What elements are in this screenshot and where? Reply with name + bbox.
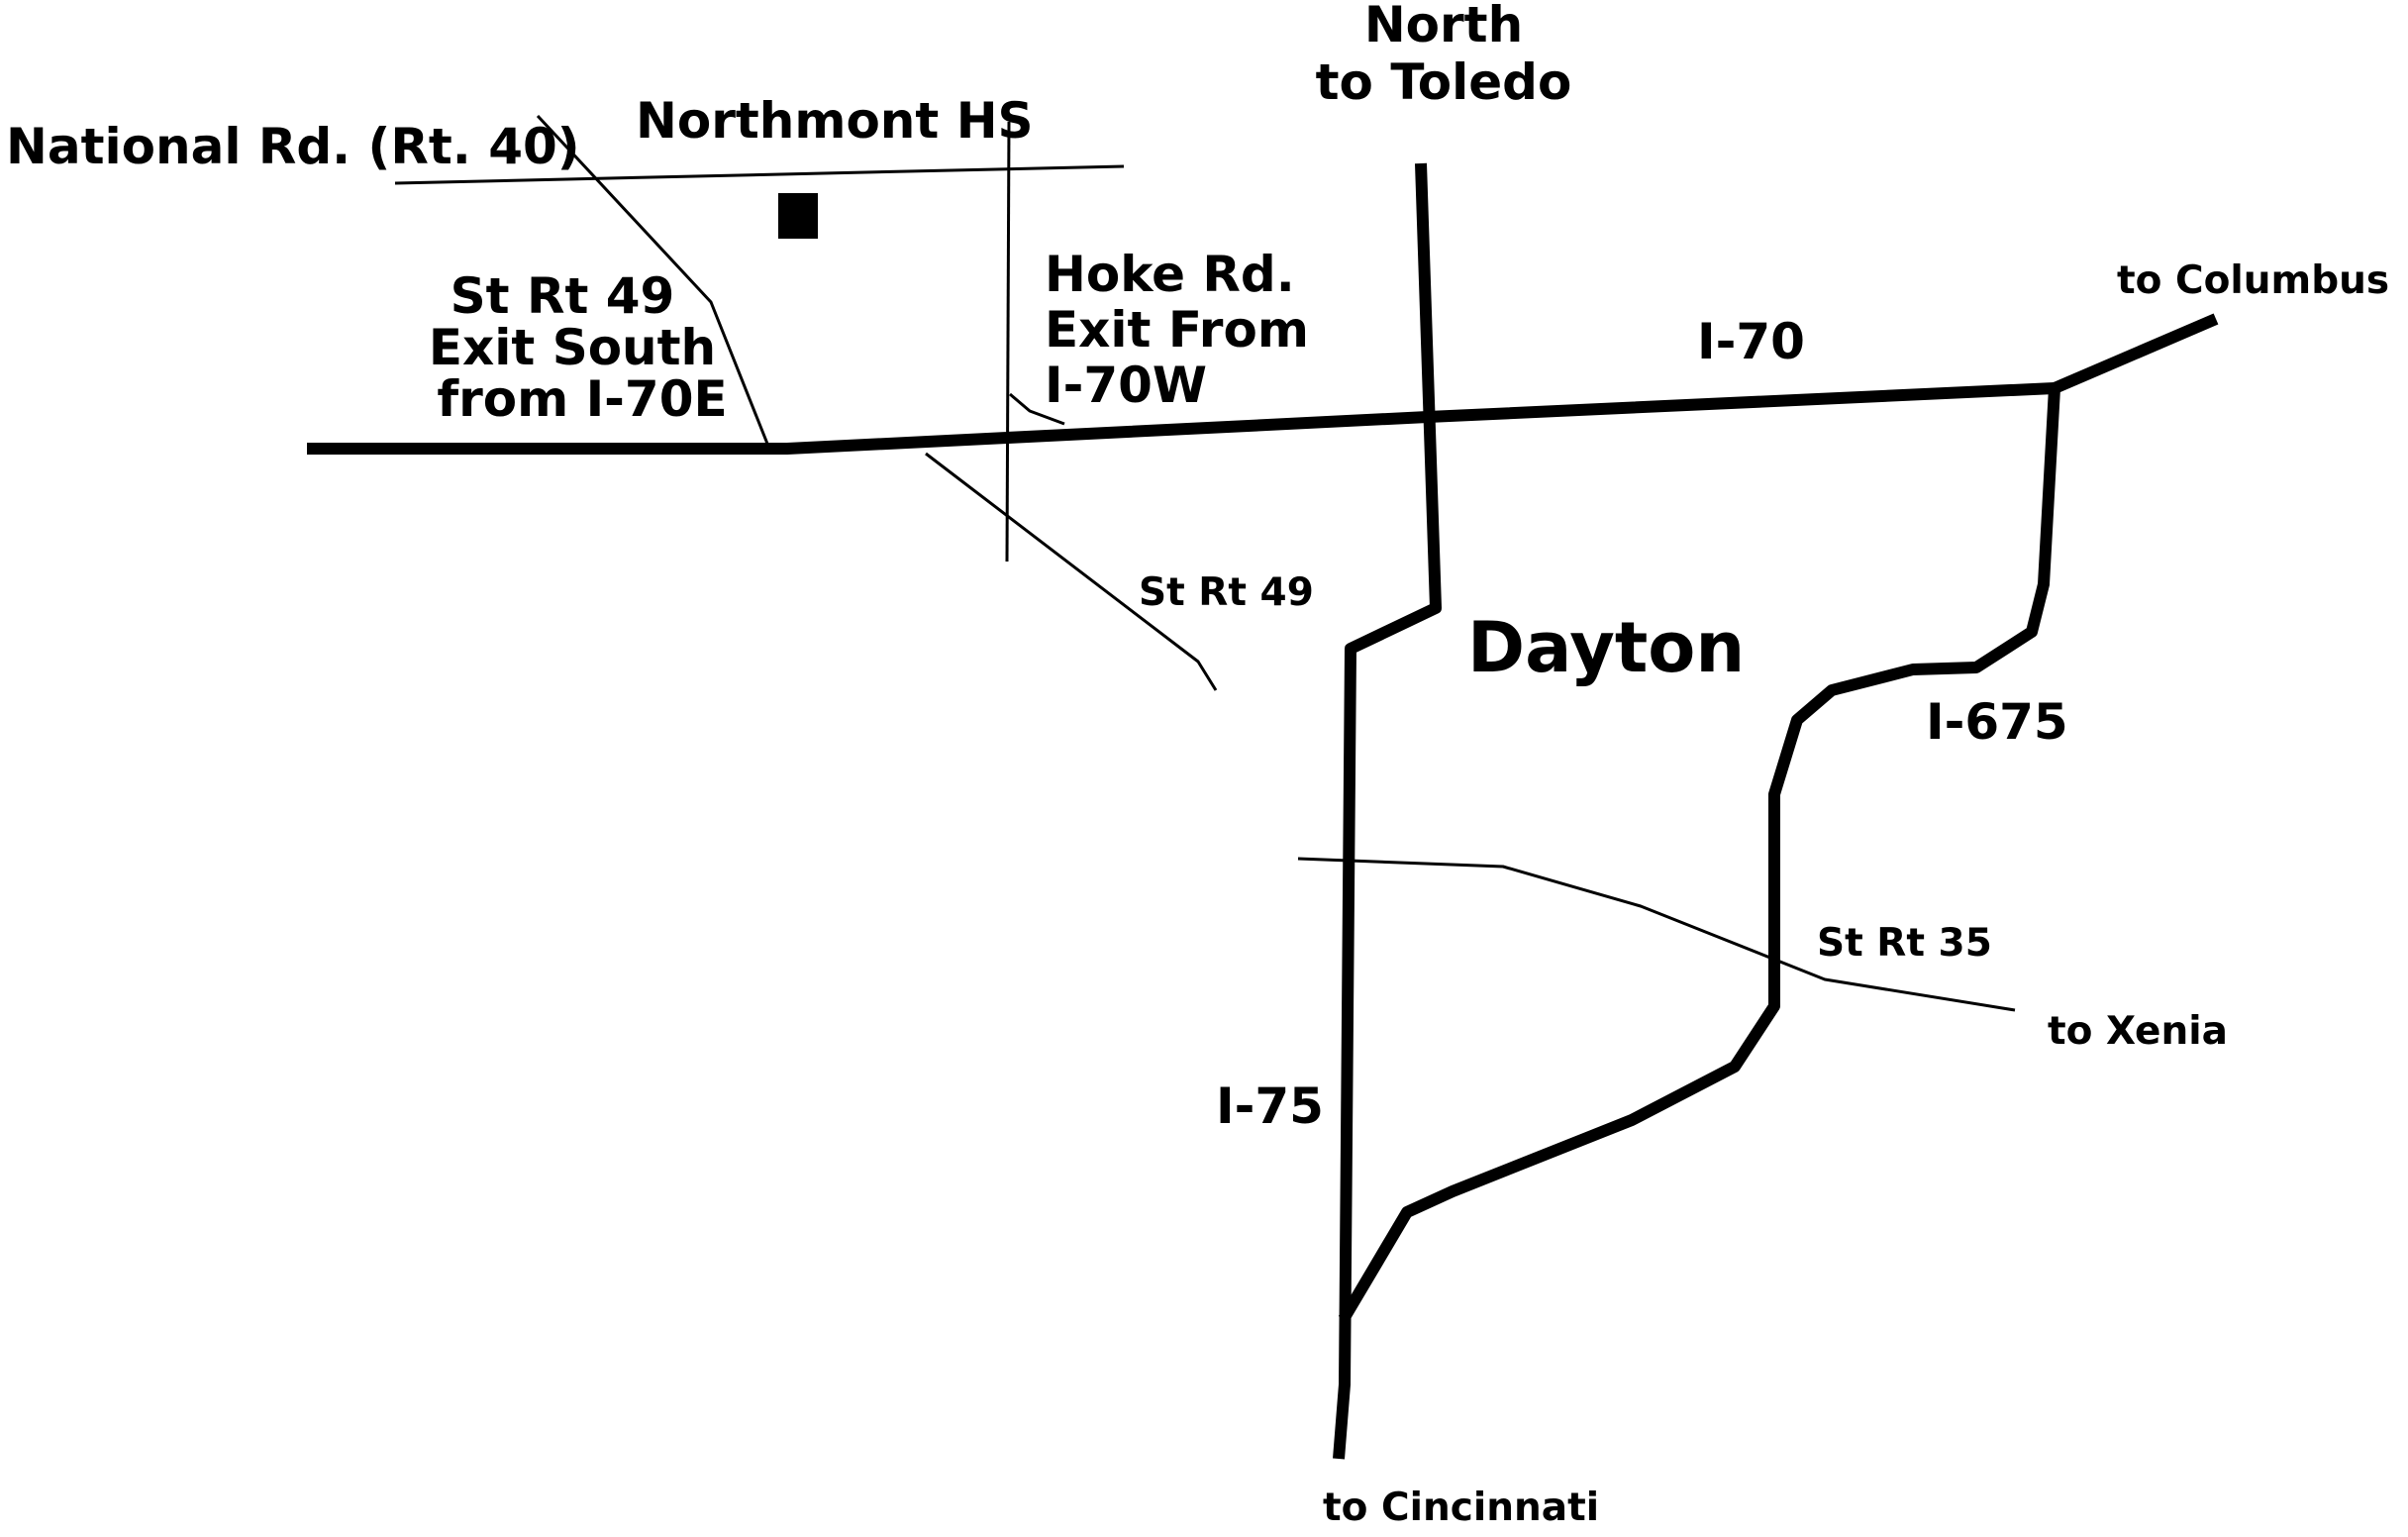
st-rt-49-exit-label-3: from I-70E — [437, 370, 727, 428]
i70-columbus-spur — [2052, 313, 2219, 394]
to-columbus-label: to Columbus — [2117, 258, 2389, 303]
i70-label: I-70 — [1697, 313, 1805, 370]
st-rt-35-label: St Rt 35 — [1817, 921, 1992, 966]
to-toledo-label: to Toledo — [1316, 53, 1572, 111]
st-rt-49-label: St Rt 49 — [1139, 570, 1314, 615]
i75-line — [1333, 162, 1442, 1460]
hoke-rd-label-3: I-70W — [1045, 357, 1207, 414]
national-road-label: National Rd. (Rt. 40) — [6, 118, 580, 175]
dayton-label: Dayton — [1467, 607, 1745, 688]
st-rt-49-south-line — [925, 452, 1218, 691]
st-rt-49-exit-label-2: Exit South — [429, 319, 716, 376]
hoke-exit-ramp — [1009, 392, 1065, 426]
national-road-line — [394, 164, 1125, 185]
northmont-hs-marker — [778, 193, 818, 239]
hoke-rd-label-1: Hoke Rd. — [1045, 246, 1295, 303]
hoke-road-line — [1005, 121, 1011, 563]
i75-label: I-75 — [1216, 1077, 1324, 1135]
st-rt-49-exit-label-1: St Rt 49 — [451, 267, 675, 325]
hoke-rd-label-2: Exit From — [1045, 301, 1309, 359]
i675-line — [1338, 387, 2060, 1323]
to-xenia-label: to Xenia — [2048, 1009, 2228, 1054]
i70-line — [307, 382, 2056, 455]
st-rt-35-line — [1297, 857, 2016, 1012]
to-cincinnati-label: to Cincinnati — [1323, 1486, 1599, 1530]
northmont-hs-label: Northmont HS — [636, 92, 1034, 150]
north-label: North — [1364, 0, 1523, 53]
i675-label: I-675 — [1926, 693, 2068, 751]
st-rt-49-north-line — [536, 114, 769, 445]
